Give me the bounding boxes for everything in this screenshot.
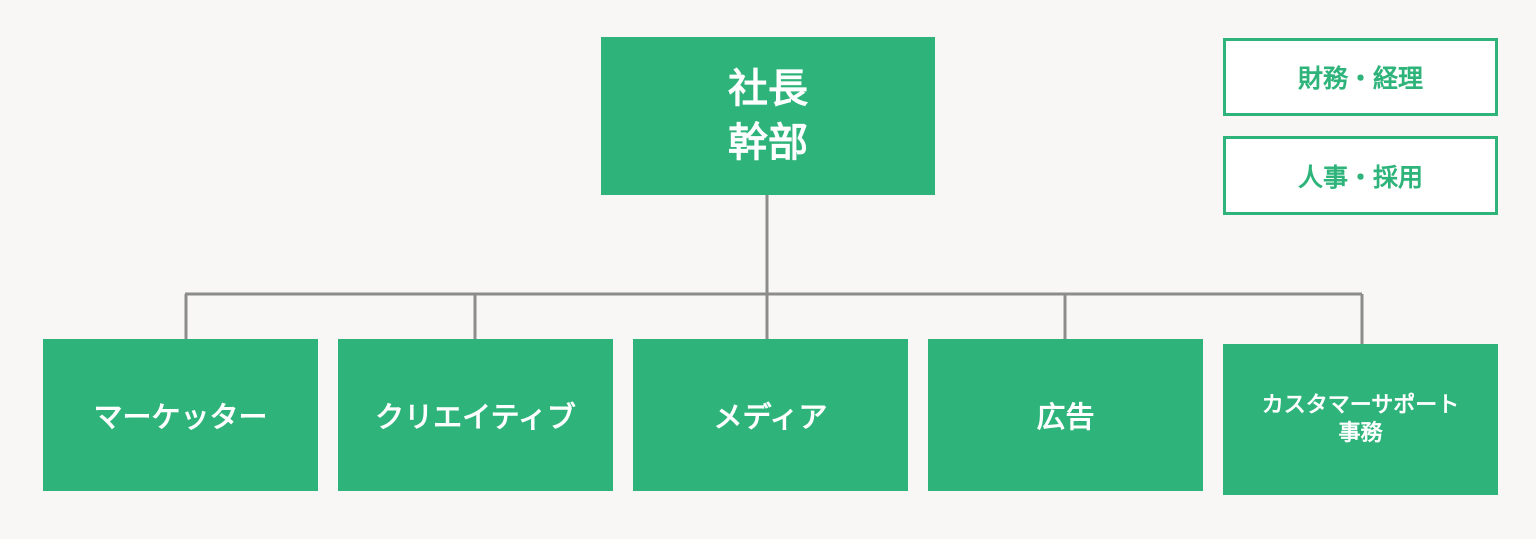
customer-support-label: カスタマーサポート 事務 <box>1261 392 1460 446</box>
media-label: メディア <box>713 400 828 434</box>
executive-box: 社長 幹部 <box>601 37 935 195</box>
customer-support-box: カスタマーサポート 事務 <box>1223 344 1498 495</box>
advertising-box: 広告 <box>928 339 1203 491</box>
finance-accounting-box: 財務・経理 <box>1223 38 1498 116</box>
executive-label: 社長 幹部 <box>728 66 808 166</box>
hr-recruiting-label: 人事・採用 <box>1297 162 1423 192</box>
finance-accounting-label: 財務・経理 <box>1297 64 1423 93</box>
creative-label: クリエイティブ <box>375 400 576 434</box>
media-box: メディア <box>633 339 908 491</box>
marketer-label: マーケッター <box>93 400 268 434</box>
marketer-box: マーケッター <box>43 339 318 491</box>
hr-recruiting-box: 人事・採用 <box>1223 136 1498 215</box>
advertising-label: 広告 <box>1036 400 1095 434</box>
creative-box: クリエイティブ <box>338 339 613 491</box>
